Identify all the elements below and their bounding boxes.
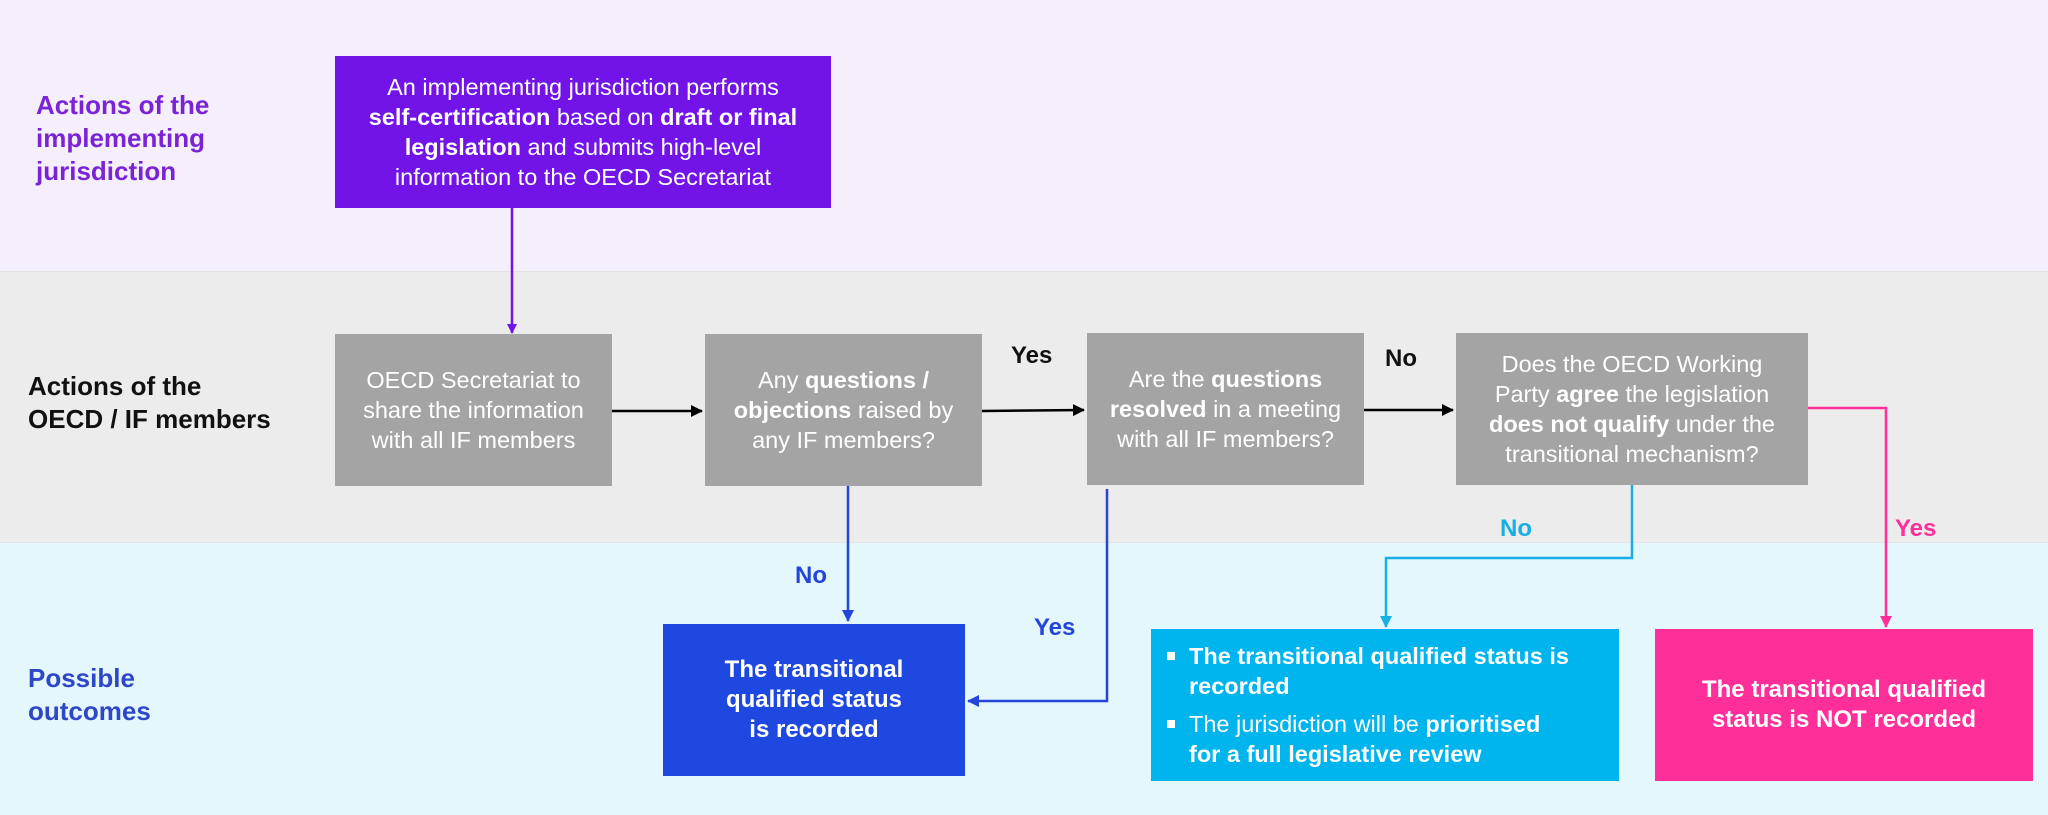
arrow-questions-to-resolved [981,404,1085,417]
edge-label-yes: Yes [1011,342,1053,369]
edge-label-no: No [1500,515,1532,542]
arrow-resolved-yes [967,489,1109,707]
edge-label-no: No [1385,345,1417,372]
lane-label-oecd: Actions of the OECD / IF members [28,371,271,434]
working-party-agree-box: Does the OECD Working Party agree the le… [1456,333,1808,485]
edge-label-yes: Yes [1034,614,1076,641]
questions-resolved-box: Are the questions resolved in a meeting … [1087,333,1364,485]
outcome-not-recorded-box: The transitional qualified status is NOT… [1655,629,2033,781]
edge-label-yes: Yes [1895,515,1937,542]
outcome-recorded-box: The transitional qualified status is rec… [663,624,965,776]
lane-label-implementing: Actions of the implementing jurisdiction [36,90,210,186]
questions-objections-box: Any questions / objections raised by any… [705,334,982,486]
bullet-square-icon [1167,652,1175,660]
self-certification-box: An implementing jurisdiction performs se… [335,56,831,208]
lane-label-outcomes: Possible outcomes [28,663,151,726]
share-information-box: OECD Secretariat to share the informatio… [335,334,612,486]
edge-label-no: No [795,562,827,589]
bullet-square-icon [1167,720,1175,728]
arrow-agree-no [1380,485,1634,628]
arrow-agree-yes [1808,406,1892,628]
